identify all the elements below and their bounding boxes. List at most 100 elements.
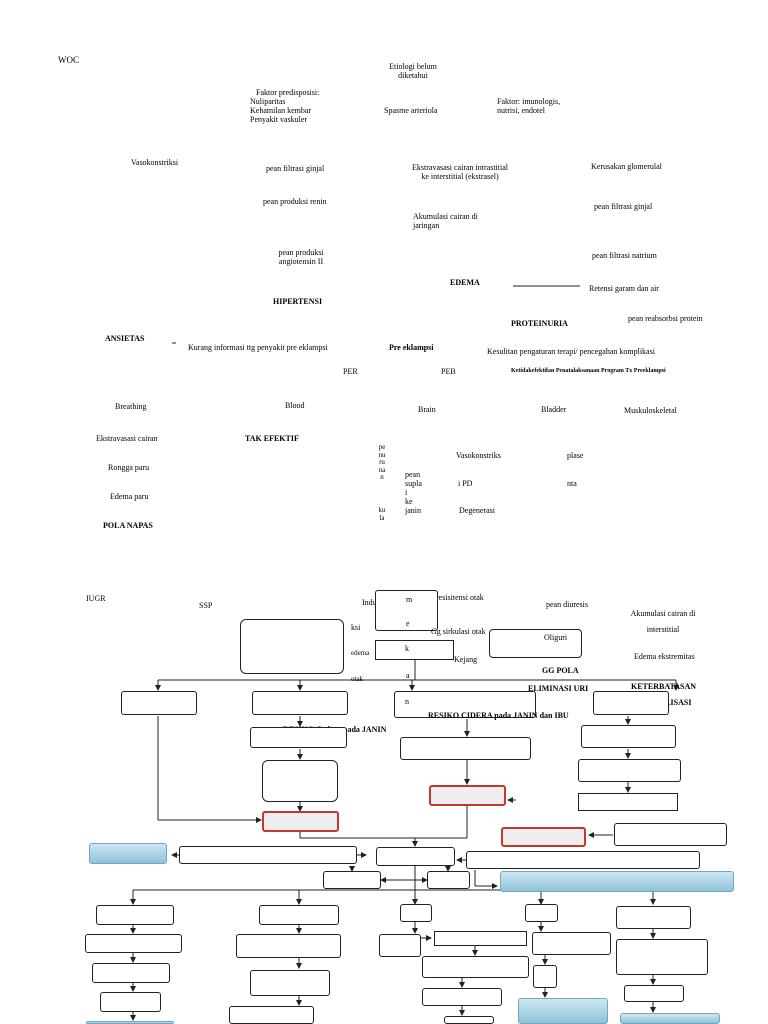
akumulasi-label: Akumulasi cairan di jaringan xyxy=(413,212,478,230)
rongga-paru-label: Rongga paru xyxy=(108,463,150,472)
node-box xyxy=(616,939,708,975)
indu-label: Indu xyxy=(362,598,377,607)
etiologi-label: Etiologi belum diketahui xyxy=(380,62,446,80)
pre-eklampsi-label: Pre eklampsi xyxy=(389,343,434,352)
node-box xyxy=(533,965,557,988)
node-box xyxy=(427,871,470,889)
faktor-item: Penyakit vaskuler xyxy=(250,115,308,124)
degenerasi-label: Degenerasi xyxy=(459,506,495,515)
node-box xyxy=(624,985,684,1002)
ketidakefektifan-label: Ketidakefektifan Penatalaksanaan Program… xyxy=(511,368,666,374)
ipd-label: i PD xyxy=(458,479,473,488)
node-box xyxy=(422,988,502,1006)
a-label: a xyxy=(406,671,410,680)
akumulasi-line: jaringan xyxy=(413,221,440,230)
pean-suplai-label: pean supla i ke janin xyxy=(405,470,422,515)
nta-label: nta xyxy=(567,479,577,488)
akumulasi-line: Akumulasi cairan di xyxy=(413,212,478,221)
node-box xyxy=(400,904,432,922)
angiotensin-label: pean produksi angiotensin II xyxy=(266,248,336,266)
resisitensi-label: resisitensi otak xyxy=(436,593,484,602)
node-box xyxy=(434,931,527,946)
proteinuria-label: PROTEINURIA xyxy=(511,319,568,328)
suplai-line: ke xyxy=(405,497,413,506)
diagnosis-box-red xyxy=(429,785,506,806)
node-box xyxy=(96,905,174,925)
node-box xyxy=(85,934,182,953)
ekstravasasi-line: Ekstravasasi cairan intrastitial xyxy=(412,163,508,172)
node-box xyxy=(236,934,341,958)
filtrasi-natrium-label: pean filtrasi natrium xyxy=(592,251,657,260)
faktor-predisposisi-title: Faktor predisposisi: xyxy=(256,88,320,97)
eliminasi-label: ELIMINASI URI xyxy=(528,684,589,693)
breathing-label: Breathing xyxy=(115,402,147,411)
node-box xyxy=(400,737,531,760)
node-box-oliguri xyxy=(489,629,582,658)
faktor-item: Kehamilan kembar xyxy=(250,106,312,115)
reabsorbsi-label: pean reabsorbsi protein xyxy=(628,314,703,323)
edema-paru-label: Edema paru xyxy=(110,492,149,501)
n-label: n xyxy=(405,697,409,706)
kerusakan-label: Kerusakan glomerulal xyxy=(591,162,662,171)
diagnosis-box-cyan xyxy=(89,843,167,864)
edema-small-label: edema xyxy=(351,649,370,657)
node-box xyxy=(262,760,338,802)
pola-napas-label: POLA NAPAS xyxy=(103,521,153,530)
k-label: k xyxy=(405,644,409,653)
ekstravasasi-label: Ekstravasasi cairan intrastitial ke inte… xyxy=(400,163,520,181)
node-box xyxy=(323,871,381,889)
node-box xyxy=(250,970,330,996)
faktor-imunologis: Faktor: imunologis, nutrisi, endotel xyxy=(497,97,560,115)
oliguri-label: Oliguri xyxy=(544,633,568,642)
blood-label: Blood xyxy=(285,401,305,410)
node-box xyxy=(179,846,357,864)
diagnosis-box-red xyxy=(501,827,586,847)
faktor-imun-line: nutrisi, endotel xyxy=(497,106,545,115)
peb-label: PEB xyxy=(441,367,456,376)
ksi-label: ksi xyxy=(351,623,361,632)
akumulasi-int-line: Akumulasi cairan di xyxy=(630,609,696,618)
diagnosis-box-cyan xyxy=(518,998,608,1024)
pean-diuresis-label: pean diuresis xyxy=(546,600,588,609)
suplai-line: janin xyxy=(405,506,421,515)
node-box xyxy=(532,932,611,955)
spasme-label: Spasme arteriola xyxy=(384,106,438,115)
vertical-kula-text: kula xyxy=(378,506,386,522)
node-box xyxy=(92,963,170,983)
node-box xyxy=(422,956,529,978)
angiotensin-line: angiotensin II xyxy=(278,257,324,266)
node-box xyxy=(229,1006,314,1024)
plase-label: plase xyxy=(567,451,584,460)
node-box xyxy=(259,905,339,925)
suplai-line: supla xyxy=(405,479,422,488)
node-box xyxy=(252,691,348,715)
node-box xyxy=(616,906,691,929)
ssp-label: SSP xyxy=(199,601,213,610)
node-box xyxy=(121,691,197,715)
node-box xyxy=(525,904,558,922)
node-box xyxy=(394,691,536,718)
vasokonstriksi-label: Vasokonstriksi xyxy=(131,158,179,167)
vasokonstriks-label: Vasokonstriks xyxy=(456,451,501,460)
kejang-label: Kejang xyxy=(454,655,478,664)
node-box-resistensi xyxy=(375,590,438,631)
edema-ekstremitas-label: Edema ekstremitas xyxy=(634,652,695,661)
faktor-imun-line: Faktor: imunologis, xyxy=(497,97,561,106)
kurang-informasi-label: Kurang informasi ttg penyakit pre eklamp… xyxy=(188,343,328,352)
filtrasi-ginjal-label-2: pean filtrasi ginjal xyxy=(594,202,653,211)
vertical-perfusi-text: penurunan xyxy=(378,443,386,482)
edema-label: EDEMA xyxy=(450,278,480,287)
node-box xyxy=(578,793,678,811)
kesulitan-label: Kesulitan pengaturan terapi/ pencegahan … xyxy=(487,347,655,356)
akumulasi-interstitial-label: Akumulasi cairan di interstitial xyxy=(618,606,708,638)
node-box xyxy=(466,851,700,869)
per-label: PER xyxy=(343,367,358,376)
ekstravasasi-cairan-label: Ekstravasasi cairan xyxy=(96,434,158,443)
bladder-label: Bladder xyxy=(541,405,567,414)
hipertensi-label: HIPERTENSI xyxy=(273,297,323,306)
m-label: m xyxy=(406,595,413,604)
node-box xyxy=(100,992,161,1012)
diagnosis-box-cyan xyxy=(620,1013,720,1024)
suplai-line: i xyxy=(405,488,408,497)
node-box-kejang xyxy=(375,640,454,660)
